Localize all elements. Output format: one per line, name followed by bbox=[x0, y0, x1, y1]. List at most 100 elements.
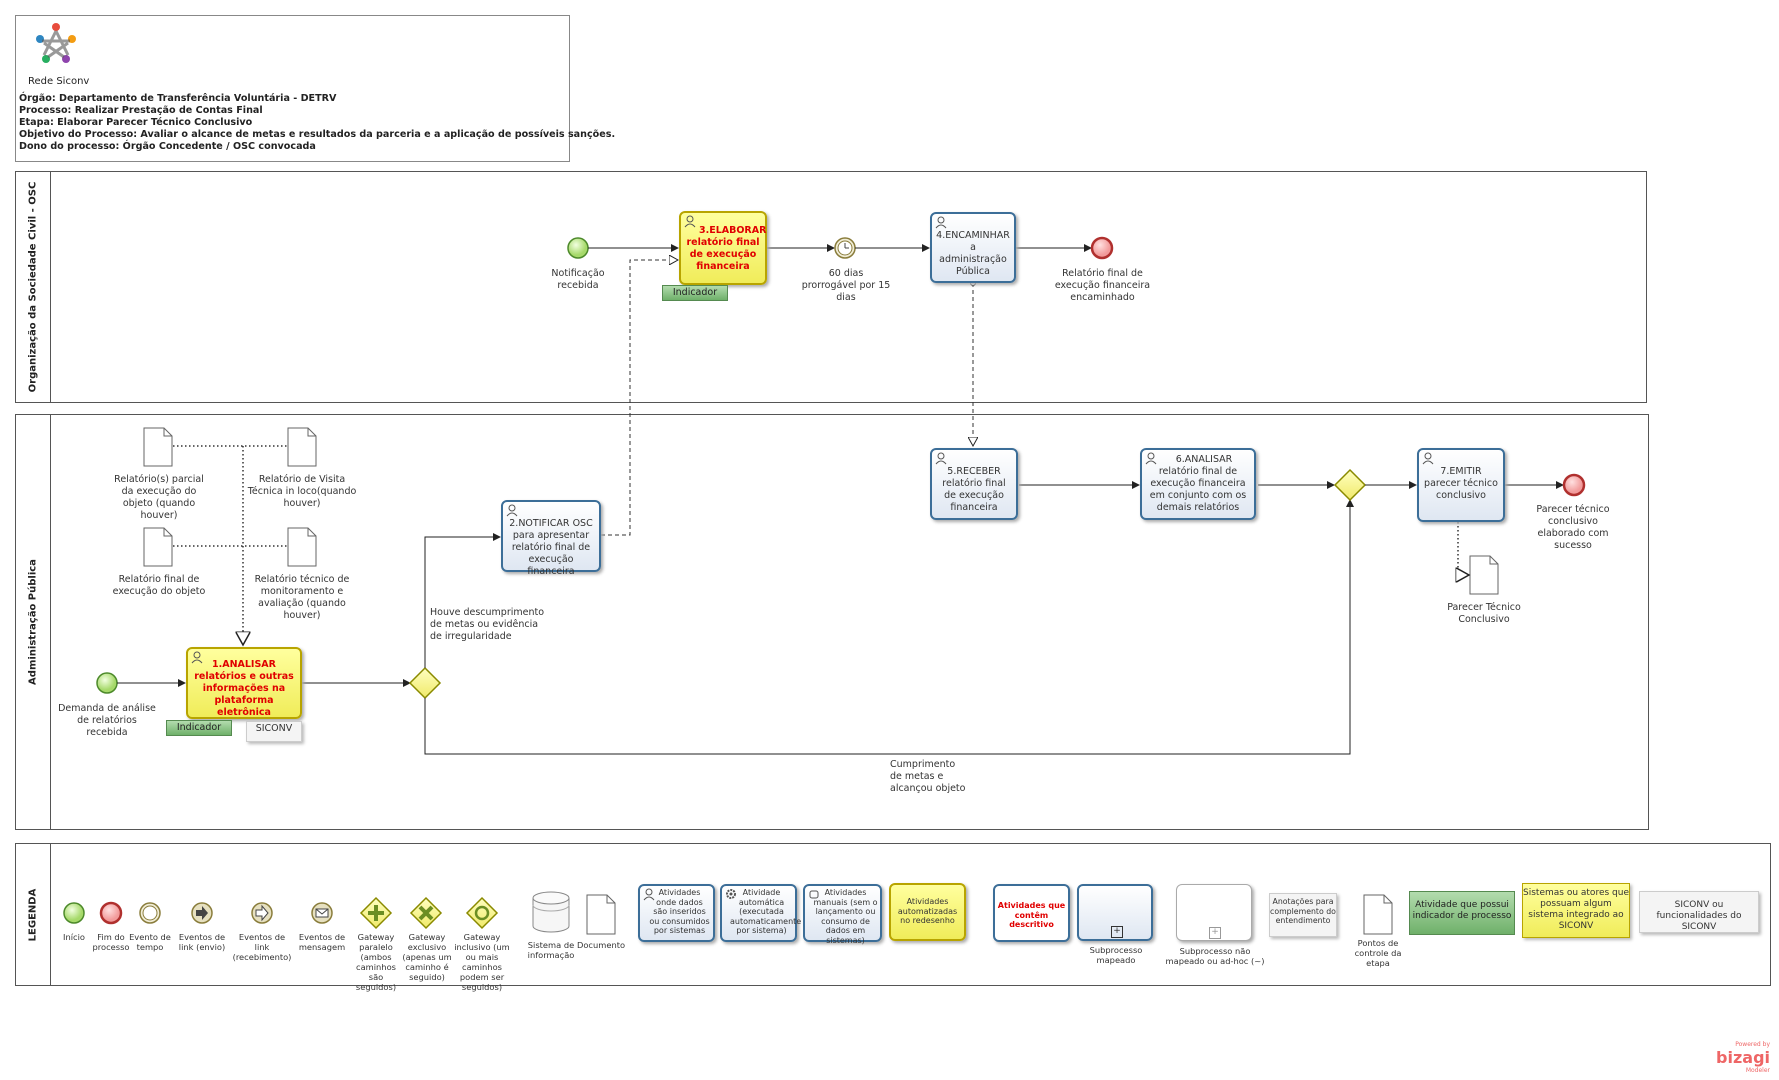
gateway-label-descumprimento: Houve descumprimento de metas ou evidênc… bbox=[430, 607, 545, 642]
task-6-analisar[interactable]: 6.ANALISAR relatório final de execução f… bbox=[1140, 448, 1256, 520]
legend-manual-activity: Atividades manuais (sem o lançamento ou … bbox=[803, 884, 882, 945]
legend-subprocess-unmapped-label: Subprocesso não mapeado ou ad-hoc (~) bbox=[1165, 946, 1265, 966]
osc-end-label: Relatório final de execução financeira e… bbox=[1054, 268, 1151, 303]
legend-systems: Sistemas ou atores que possuam algum sis… bbox=[1522, 883, 1630, 938]
gateway-label-cumprimento: Cumprimento de metas e alcançou objeto bbox=[890, 759, 966, 794]
task-5-receber[interactable]: 5.RECEBER relatório final de execução fi… bbox=[930, 448, 1018, 520]
info-objetivo: Objetivo do Processo: Avaliar o alcance … bbox=[19, 129, 616, 140]
indicator-tag-task3: Indicador bbox=[662, 285, 728, 301]
task-1-text: relatórios e outras informações na plata… bbox=[194, 671, 294, 718]
doc-relatorio-tecnico bbox=[287, 527, 317, 567]
legend-indicator: Atividade que possui indicador de proces… bbox=[1409, 891, 1515, 935]
legend-control-point-icon bbox=[1363, 894, 1393, 935]
pool-admin-label: Administração Pública bbox=[16, 415, 51, 829]
info-processo: Processo: Realizar Prestação de Contas F… bbox=[19, 105, 263, 116]
info-dono: Dono do processo: Órgão Concedente / OSC… bbox=[19, 141, 316, 152]
task-5-text: relatório final de execução financeira bbox=[942, 478, 1006, 513]
user-task-icon bbox=[643, 888, 655, 901]
task-1-analisar[interactable]: 1.ANALISAR relatórios e outras informaçõ… bbox=[186, 647, 302, 719]
plus-icon: + bbox=[1111, 926, 1123, 938]
user-task-icon bbox=[1422, 452, 1434, 465]
osc-end-event bbox=[1090, 236, 1114, 260]
doc-parecer-tecnico bbox=[1469, 555, 1499, 595]
task-7-text: parecer técnico conclusivo bbox=[1424, 478, 1498, 501]
legend-message-label: Eventos de mensagem bbox=[298, 932, 346, 952]
legend-link-send-icon bbox=[191, 902, 213, 924]
info-orgao: Órgão: Departamento de Transferência Vol… bbox=[19, 93, 337, 104]
task-3-number: 3.ELABORAR bbox=[699, 225, 767, 236]
timer-label: 60 dias prorrogável por 15 dias bbox=[801, 268, 891, 303]
legend-link-receive-label: Eventos de link (recebimento) bbox=[232, 932, 292, 962]
msg-flow-task2-task3 bbox=[601, 260, 678, 536]
task-4-number: 4.ENCAMINHAR bbox=[936, 230, 1010, 241]
legend-link-receive-icon bbox=[251, 902, 273, 924]
user-task-icon bbox=[191, 651, 203, 664]
legend-subprocess: + bbox=[1077, 884, 1153, 941]
exclusive-gateway-merge bbox=[1333, 468, 1367, 502]
rede-siconv-logo bbox=[36, 23, 76, 63]
pool-osc: Organização da Sociedade Civil - OSC bbox=[15, 171, 1647, 403]
task-4-text: a administração Pública bbox=[939, 242, 1007, 277]
user-task-icon bbox=[506, 504, 518, 517]
legend-exclusive-label: Gateway exclusivo (apenas um caminho é s… bbox=[402, 932, 452, 982]
legend-timer-icon bbox=[139, 902, 161, 924]
legend-document-icon bbox=[586, 894, 616, 935]
user-task-icon bbox=[1145, 452, 1157, 465]
task-2-notificar[interactable]: 2.NOTIFICAR OSC para apresentar relatóri… bbox=[501, 500, 601, 577]
legend-start-label: Início bbox=[63, 932, 85, 942]
logo-text: Rede Siconv bbox=[28, 76, 90, 87]
doc1-label: Relatório(s) parcial da execução do obje… bbox=[114, 474, 204, 521]
user-task-icon bbox=[684, 215, 696, 228]
info-etapa: Etapa: Elaborar Parecer Técnico Conclusi… bbox=[19, 117, 253, 128]
process-header: Rede Siconv Órgão: Departamento de Trans… bbox=[15, 15, 615, 162]
legend-database-icon bbox=[532, 891, 570, 933]
pool-legend-label: LEGENDA bbox=[16, 844, 51, 985]
legend-data-activity: Atividades onde dados são inseridos ou c… bbox=[638, 884, 715, 942]
pool-osc-label: Organização da Sociedade Civil - OSC bbox=[16, 172, 51, 402]
osc-start-event bbox=[567, 237, 589, 259]
doc2-label: Relatório de Visita Técnica in loco(quan… bbox=[247, 474, 357, 509]
flow-gateway-task2 bbox=[424, 533, 501, 668]
legend-control-point-label: Pontos de controle da etapa bbox=[1354, 938, 1402, 968]
task-6-number: 6.ANALISAR bbox=[1175, 454, 1233, 465]
legend-link-send-label: Eventos de link (envio) bbox=[178, 932, 226, 952]
timer-event bbox=[834, 237, 856, 259]
admin-end-event bbox=[1562, 473, 1586, 497]
legend-message-icon bbox=[311, 902, 333, 924]
plus-icon: + bbox=[1209, 927, 1221, 939]
assoc-task7-doc5 bbox=[1458, 522, 1469, 575]
legend-inclusive-label: Gateway inclusivo (um ou mais caminhos p… bbox=[454, 932, 510, 992]
legend-exclusive-gateway-icon bbox=[409, 896, 443, 930]
indicator-tag-task1: Indicador bbox=[166, 720, 232, 736]
hand-icon bbox=[809, 890, 819, 899]
exclusive-gateway-1 bbox=[408, 666, 442, 700]
task-2-number: 2.NOTIFICAR bbox=[509, 518, 570, 529]
process-info: Órgão: Departamento de Transferência Vol… bbox=[19, 93, 615, 153]
user-task-icon bbox=[935, 452, 947, 465]
watermark-brand: bizagi bbox=[1716, 1048, 1770, 1067]
doc3-label: Relatório final de execução do objeto bbox=[112, 574, 206, 597]
legend-end-icon bbox=[99, 901, 123, 925]
task-7-number: 7.EMITIR bbox=[1440, 466, 1482, 477]
watermark-small: Powered by bbox=[1735, 1041, 1770, 1048]
watermark-sub: Modeler bbox=[1745, 1067, 1770, 1074]
admin-start-event bbox=[96, 672, 118, 694]
legend-inclusive-gateway-icon bbox=[465, 896, 499, 930]
legend-end-label: Fim do processo bbox=[92, 932, 130, 952]
admin-end-label: Parecer técnico conclusivo elaborado com… bbox=[1536, 504, 1610, 551]
legend-subprocess-unmapped: + bbox=[1176, 884, 1252, 941]
task-7-emitir[interactable]: 7.EMITIR parecer técnico conclusivo bbox=[1417, 448, 1505, 522]
legend-redesign-activity: Atividades automatizadas no redesenho bbox=[889, 883, 966, 941]
legend-database-label: Sistema de informação bbox=[527, 940, 575, 960]
admin-start-label: Demanda de análise de relatórios recebid… bbox=[58, 703, 156, 738]
flow-gateway-merge bbox=[424, 499, 1354, 755]
task-4-encaminhar[interactable]: 4.ENCAMINHAR a administração Pública bbox=[930, 212, 1016, 283]
bizagi-watermark: Powered by bizagi Modeler bbox=[1700, 1040, 1770, 1076]
doc-visita-tecnica bbox=[287, 427, 317, 467]
legend-subprocess-label: Subprocesso mapeado bbox=[1089, 945, 1143, 965]
task-3-text: relatório final de execução financeira bbox=[686, 237, 760, 272]
task-3-elaborar[interactable]: 3.ELABORAR relatório final de execução f… bbox=[679, 211, 767, 285]
legend-siconv: SICONV ou funcionalidades do SICONV bbox=[1639, 891, 1759, 933]
task-2-text: OSC para apresentar relatório final de e… bbox=[511, 518, 593, 577]
